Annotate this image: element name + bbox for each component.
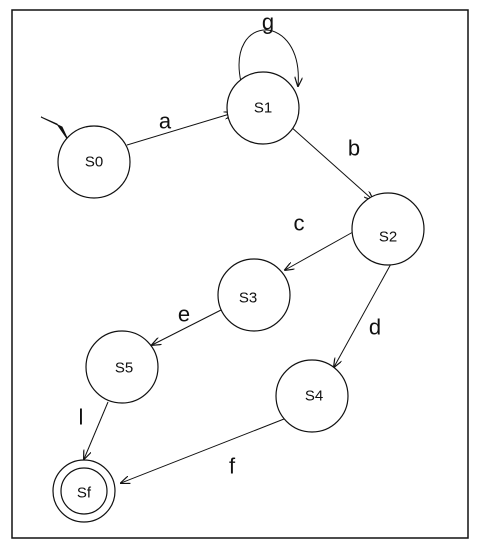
- state-s1: S1: [226, 71, 300, 145]
- state-s3: S3: [217, 258, 291, 332]
- state-circle: [217, 258, 291, 332]
- transition-s2-s3: [285, 231, 354, 270]
- state-label: S4: [305, 388, 323, 405]
- state-sf-final: Sf: [52, 459, 116, 523]
- state-circle: [85, 330, 159, 404]
- state-s5: S5: [85, 330, 159, 404]
- edge-label-a: a: [159, 109, 172, 134]
- transitions-layer: [84, 29, 393, 483]
- diagram-frame: [11, 9, 469, 539]
- edge-label-c: c: [294, 211, 305, 236]
- state-s2: S2: [351, 192, 425, 266]
- state-label: S2: [379, 229, 397, 246]
- edge-label-l: l: [79, 405, 84, 430]
- edge-label-e: e: [178, 302, 190, 327]
- state-s4: S4: [275, 359, 349, 433]
- state-inner-circle: [60, 467, 108, 515]
- edge-label-g: g: [262, 10, 274, 35]
- state-label: S1: [254, 100, 272, 117]
- state-label: S3: [239, 290, 257, 307]
- edge-label-f: f: [229, 454, 236, 479]
- state-circle: [57, 125, 131, 199]
- state-label: S5: [115, 360, 133, 377]
- transition-s0-s1: [126, 113, 233, 146]
- state-circle: [226, 71, 300, 145]
- state-circle: [275, 359, 349, 433]
- transition-s5-sf: [84, 401, 109, 459]
- state-label: S0: [85, 154, 103, 171]
- state-outer-circle: [52, 459, 116, 523]
- transition-s1-s2: [289, 125, 373, 200]
- transition-s2-s4: [334, 261, 393, 367]
- state-circle: [351, 192, 425, 266]
- transition-s4-sf: [121, 418, 285, 483]
- state-label: Sf: [77, 485, 92, 502]
- state-s0: S0: [57, 125, 131, 199]
- edge-label-b: b: [348, 136, 360, 161]
- transition-s3-s5: [152, 308, 224, 345]
- initial-state-arrow-icon: [40, 116, 69, 141]
- edge-label-d: d: [369, 315, 381, 340]
- transition-s1-s1-loop: [238, 29, 298, 86]
